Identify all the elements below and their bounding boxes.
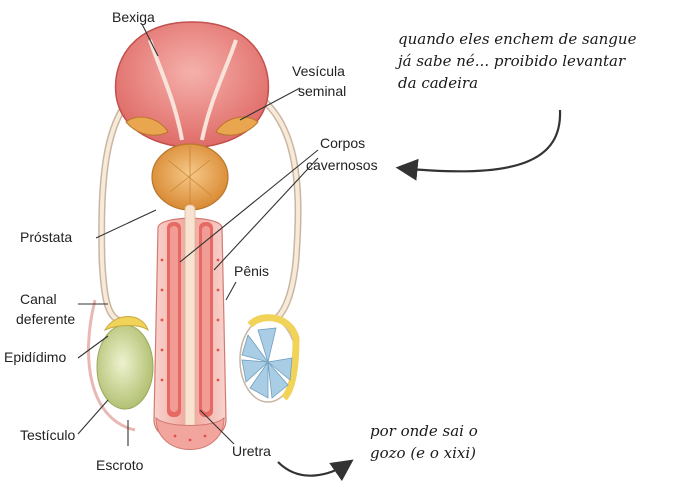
label-vesicula-line2: seminal [298, 83, 346, 99]
urethra-tube [185, 205, 195, 440]
annotation-top-line3: da cadeira [398, 74, 478, 92]
label-epididimo: Epidídimo [4, 349, 66, 365]
label-prostata: Próstata [20, 229, 72, 245]
label-canal-line2: deferente [16, 311, 75, 327]
label-penis: Pênis [234, 263, 269, 279]
corpus-cavernosum-left [167, 222, 181, 417]
label-uretra: Uretra [232, 443, 271, 459]
annotation-top-line2: já sabe né... proibido levantar [395, 52, 626, 70]
annotation-bottom-line2: gozo (e o xixi) [370, 444, 476, 462]
label-vesicula-line1: Vesícula [292, 63, 345, 79]
annotation-top-line1: quando eles enchem de sangue [398, 30, 637, 48]
label-canal-line1: Canal [20, 291, 57, 307]
label-bexiga: Bexiga [112, 9, 155, 25]
bottom-annotation-arrow [278, 462, 350, 476]
top-annotation-arrow [400, 110, 560, 171]
annotation-bottom-line1: por onde sai o [370, 422, 478, 440]
label-corpos-line2: cavernosos [306, 157, 378, 173]
label-escroto: Escroto [96, 457, 144, 473]
label-testiculo: Testículo [20, 427, 75, 443]
corpus-cavernosum-right [199, 222, 213, 417]
label-corpos-line1: Corpos [320, 135, 365, 151]
